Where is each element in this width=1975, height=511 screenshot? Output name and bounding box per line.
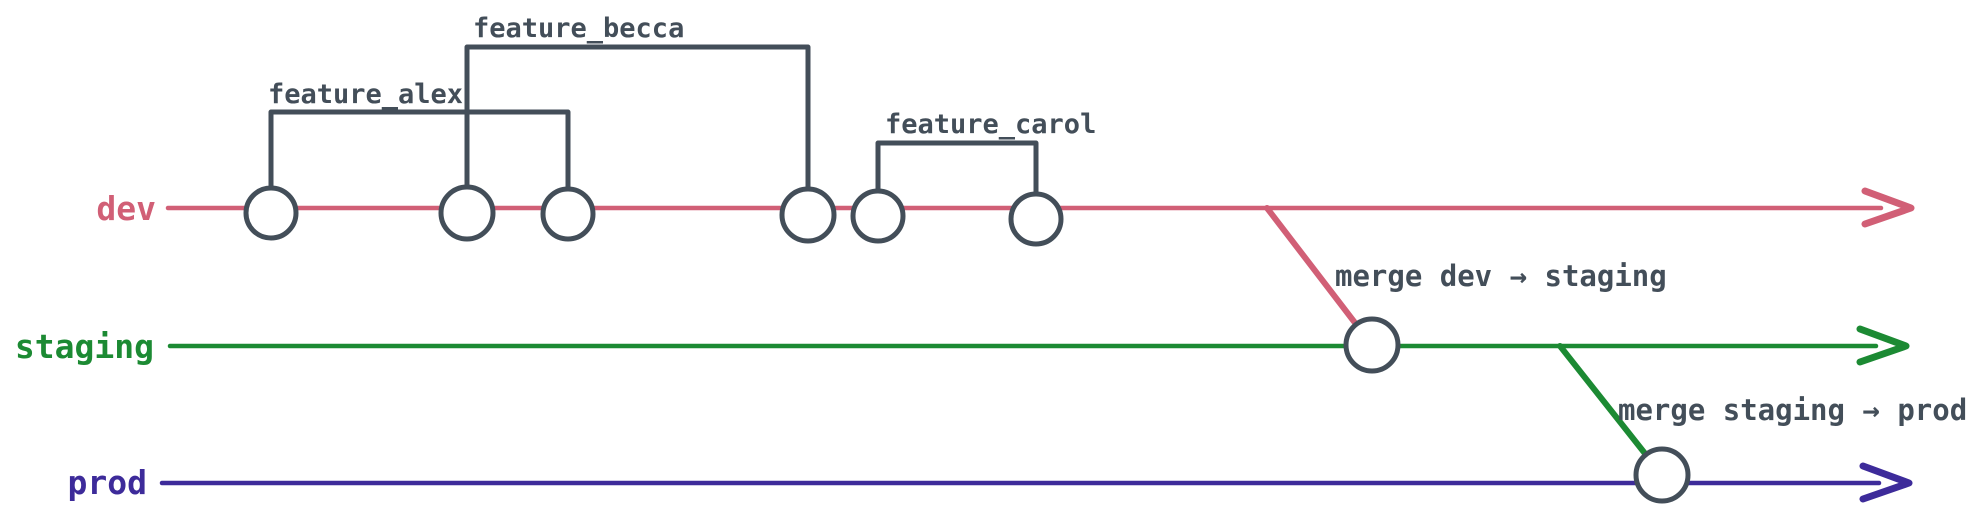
branch-label-dev: dev xyxy=(96,189,156,228)
commit-node-c4 xyxy=(779,186,837,244)
branch-arrowhead-dev xyxy=(1861,187,1915,228)
merge-label-dev-to-staging: merge dev → staging xyxy=(1335,259,1667,293)
feature-label-feature_carol: feature_carol xyxy=(885,109,1096,140)
feature-bracket-feature_becca xyxy=(464,44,811,194)
merge-commit-prod xyxy=(1633,446,1691,504)
merge-line-dev-to-staging xyxy=(1264,205,1375,348)
commit-node-c1 xyxy=(243,185,299,241)
feature-label-feature_alex: feature_alex xyxy=(268,79,463,110)
commit-node-c2 xyxy=(438,184,496,242)
merge-commit-staging xyxy=(1343,316,1401,374)
merge-label-staging-to-prod: merge staging → prod xyxy=(1618,393,1967,427)
feature-label-feature_becca: feature_becca xyxy=(473,13,684,44)
branch-label-staging: staging xyxy=(15,327,154,366)
branch-arrowhead-prod xyxy=(1859,462,1913,503)
commit-node-c3 xyxy=(540,186,596,242)
commit-node-c5 xyxy=(850,188,906,244)
commit-node-c6 xyxy=(1008,191,1064,247)
feature-bracket-feature_alex xyxy=(268,109,571,194)
feature-bracket-feature_carol xyxy=(875,140,1039,199)
branch-arrowhead-staging xyxy=(1856,325,1910,366)
branch-label-prod: prod xyxy=(68,463,147,502)
